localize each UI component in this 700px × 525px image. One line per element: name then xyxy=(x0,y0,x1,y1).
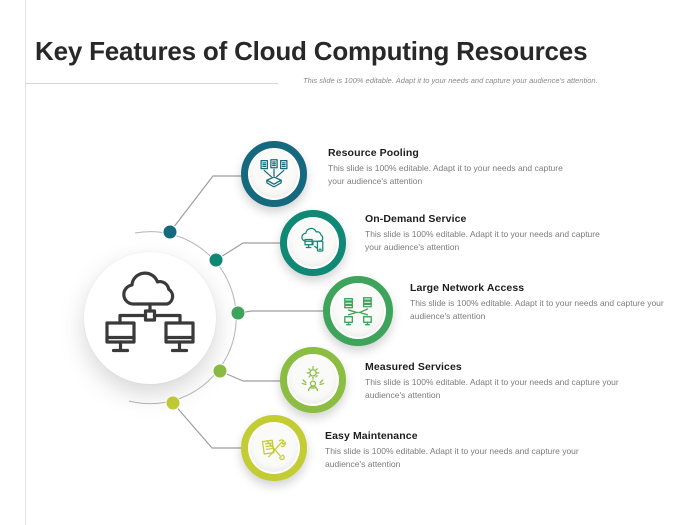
connector-dot-5 xyxy=(165,395,181,411)
feature-circle xyxy=(280,210,346,276)
resource-pooling-icon xyxy=(260,159,288,188)
feature-circle xyxy=(241,141,307,207)
cloud-network-icon xyxy=(105,271,195,352)
connector-line-4 xyxy=(219,370,281,382)
connector-dot-3 xyxy=(230,305,246,321)
feature-circle-inner xyxy=(250,424,298,472)
feature-description: This slide is 100% editable. Adapt it to… xyxy=(365,377,619,400)
connector-line-2 xyxy=(215,242,281,261)
large-network-access-icon xyxy=(344,297,372,326)
feature-description: This slide is 100% editable. Adapt it to… xyxy=(410,298,664,321)
measured-services-icon xyxy=(301,366,325,392)
feature-description: This slide is 100% editable. Adapt it to… xyxy=(325,446,579,469)
feature-text: Resource Pooling This slide is 100% edit… xyxy=(328,147,570,188)
feature-circle-inner xyxy=(332,285,384,337)
feature-circle xyxy=(323,276,393,346)
connector-line-1 xyxy=(169,175,241,233)
feature-circle-inner xyxy=(250,150,298,198)
connector-dot-1 xyxy=(162,224,178,240)
feature-text: Easy Maintenance This slide is 100% edit… xyxy=(325,430,599,471)
feature-text: On-Demand Service This slide is 100% edi… xyxy=(365,213,607,254)
title-divider xyxy=(25,83,278,84)
easy-maintenance-icon xyxy=(261,439,286,461)
page-title: Key Features of Cloud Computing Resource… xyxy=(35,36,588,66)
feature-title: On-Demand Service xyxy=(365,213,467,225)
feature-title: Large Network Access xyxy=(410,282,525,294)
feature-circle xyxy=(280,347,346,413)
feature-description: This slide is 100% editable. Adapt it to… xyxy=(365,229,600,252)
connector-line-5 xyxy=(172,402,241,449)
connector-dot-4 xyxy=(212,363,228,379)
feature-title: Easy Maintenance xyxy=(325,430,418,442)
slide-left-border xyxy=(25,0,26,525)
feature-circle-inner xyxy=(289,356,337,404)
feature-text: Large Network Access This slide is 100% … xyxy=(410,282,684,323)
connector-line-3 xyxy=(237,310,324,314)
feature-title: Measured Services xyxy=(365,361,462,373)
connector-dot-2 xyxy=(208,252,224,268)
on-demand-service-icon xyxy=(301,227,324,252)
feature-circle-inner xyxy=(289,219,337,267)
feature-text: Measured Services This slide is 100% edi… xyxy=(365,361,639,402)
feature-title: Resource Pooling xyxy=(328,147,419,159)
central-hub-circle xyxy=(84,252,216,384)
slide-subtitle: This slide is 100% editable. Adapt it to… xyxy=(303,76,598,85)
feature-circle xyxy=(241,415,307,481)
feature-description: This slide is 100% editable. Adapt it to… xyxy=(328,163,563,186)
